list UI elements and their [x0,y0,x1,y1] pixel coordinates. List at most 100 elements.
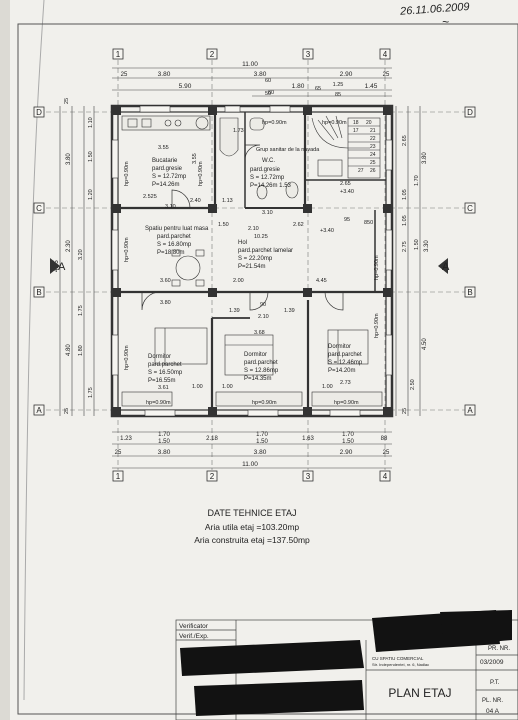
dim-right: 1.70 [414,175,420,186]
room-dining: Spatiu pentru luat masa pard.parchet S =… [145,226,209,256]
stair-step-number: 18 [353,120,359,126]
handwritten-scribble: ~ [442,15,449,29]
section-mark-right [438,258,448,274]
title-block-address: Str. Independentei, nr. 6, Nadlac [372,662,429,667]
dim-right: 25 [402,408,408,414]
annotation: 3.10 [165,204,176,210]
dim-top: 5.90 [179,83,192,90]
annotation: 4.45 [316,278,327,284]
room-kitchen: Bucatarie pard.gresie S = 12.72mp P=14.2… [152,158,187,188]
axis-bubbles: 1 2 3 4 D C B A D C B A 1 2 3 4 [33,48,476,482]
bottom-dimension-lines [112,431,392,469]
dim-bottom: 3.80 [254,449,267,456]
stair-step-number: 17 [353,128,359,134]
annotation: 3.60 [160,278,171,284]
room-floor: pard.parchet [148,362,182,368]
annotation: 2.00 [233,278,244,284]
stair-step-number: 21 [370,128,376,134]
stair-step-number: 26 [370,168,376,174]
dim-top: 60 [265,78,271,84]
annotation: 90 [260,302,266,308]
axis-bubble-bottom [379,470,391,482]
title-block-pl-nr: PL. NR. [482,698,503,704]
room-name: Dormitor [148,354,171,360]
dim-bottom: 2.90 [340,449,353,456]
axis-bubble-bottom [206,470,218,482]
dim-right: 1.05 [402,215,408,226]
axis-bubble-left [33,404,45,416]
bathroom-fixtures [219,117,299,200]
stair-step-number: 27 [358,168,364,174]
annotation: 1.39 [284,308,295,314]
annotation: 1.73 [233,128,244,134]
handwritten-date: 26.11.06.2009 [399,1,470,18]
axis-bubble-left [33,286,45,298]
axis-bubble-top [302,48,314,60]
room-area: S = 12.86mp [244,368,279,374]
annotation: 3.68 [254,330,265,336]
dim-bottom: 1.50 [256,439,268,445]
dim-top: 50 [265,91,271,97]
axis-bubble-top [379,48,391,60]
wardrobes [121,391,383,407]
annotation: hp=0.90m [124,345,130,370]
annotation: 3.10 [262,210,273,216]
room-perimeter: P=14.35m [244,376,272,382]
room-floor: pard.gresie [152,166,183,172]
dim-right: 1.50 [414,239,420,250]
dim-bottom-total: 11.00 [242,461,258,468]
staircase [311,115,381,179]
axis-bubble-left [33,202,45,214]
dim-top: 1.25 [333,82,344,88]
title-block-verif-exp: Verif./Exp. [179,633,209,640]
redaction-stroke [194,680,364,716]
dim-top-total: 11.00 [242,61,258,68]
section-label-right: A [442,261,450,273]
annotation: 850 [364,220,373,226]
room-perimeter: P=16.55m [148,378,176,384]
axis-bubble-right [464,404,476,416]
annotation: +3.40 [320,228,334,234]
dim-left: 1.50 [88,151,94,162]
dim-left: 1.20 [88,189,94,200]
axis-label-right: D [467,108,473,117]
annotation: 2.65 [340,181,351,187]
annotation: 3.55 [192,153,198,164]
axis-bubble-right [464,202,476,214]
dim-right: 4.50 [422,338,428,350]
dim-bottom: 3.80 [158,449,171,456]
axis-bubble-bottom [112,470,124,482]
axis-label-bottom: 3 [306,472,311,481]
annotation: 2.40 [190,198,201,204]
dim-top: 3.80 [254,71,267,78]
dim-right: 3.80 [422,152,428,164]
dim-bottom: 1.70 [342,432,354,438]
room-perimeter: P=21.54m [238,264,266,270]
dim-top: 1.45 [365,83,378,90]
fold-line [23,0,45,701]
annotation: 2.62 [293,222,304,228]
dining-table [171,249,205,287]
annotation: 3.61 [158,385,169,391]
annotation: hp=0.90m [146,400,171,406]
dim-right: 2.50 [410,379,416,390]
tech-area-usable: Aria utila etaj =103.20mp [205,522,300,532]
annotation: hp=0.90m [374,313,380,338]
title-block-date: 03/2009 [480,659,504,666]
annotation: 1.00 [322,384,333,390]
room-floor: pard.parchet [328,352,362,358]
dim-top: 2.90 [340,71,353,78]
annotation: hp=0.90m [262,120,287,126]
axis-label-right: C [467,204,473,213]
dim-left: 1.80 [78,345,84,356]
annotation: 1.00 [222,384,233,390]
columns [112,106,392,416]
left-dimension-lines [59,106,95,416]
axis-bubble-top [206,48,218,60]
annotation: 2.525 [143,194,157,200]
dim-right: 2.65 [402,135,408,146]
axis-label-left: A [36,406,42,415]
room-perimeter: P=18.80m [157,250,185,256]
room-floor: pard.parchet [157,234,191,240]
